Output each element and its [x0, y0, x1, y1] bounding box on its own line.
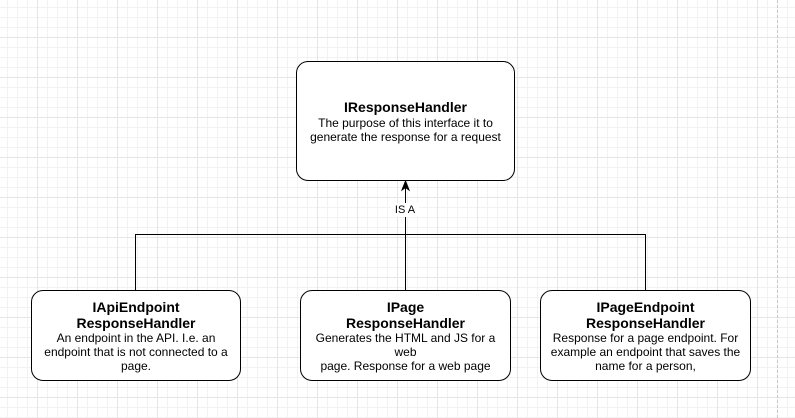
- edge-label-is-a: IS A: [391, 203, 419, 217]
- node-title: IResponseHandler: [344, 98, 467, 115]
- node-title: IApiEndpoint ResponseHandler: [76, 298, 196, 331]
- node-ipageendpoint-responsehandler[interactable]: IPageEndpoint ResponseHandler Response f…: [540, 290, 751, 381]
- node-description: The purpose of this interface it to gene…: [310, 115, 501, 144]
- arrowhead-icon: [400, 179, 411, 192]
- node-description: Generates the HTML and JS for a web page…: [315, 330, 496, 373]
- node-description: Response for a page endpoint. For exampl…: [550, 330, 741, 373]
- node-title: IPageEndpoint ResponseHandler: [585, 298, 706, 331]
- page-boundary: [777, 0, 778, 418]
- node-ipage-responsehandler[interactable]: IPage ResponseHandler Generates the HTML…: [300, 290, 511, 381]
- node-description: An endpoint in the API. I.e. an endpoint…: [44, 330, 228, 373]
- node-title: IPage ResponseHandler: [345, 298, 466, 331]
- node-iresponsehandler[interactable]: IResponseHandler The purpose of this int…: [296, 61, 515, 181]
- node-iapiendpoint-responsehandler[interactable]: IApiEndpoint ResponseHandler An endpoint…: [31, 290, 241, 381]
